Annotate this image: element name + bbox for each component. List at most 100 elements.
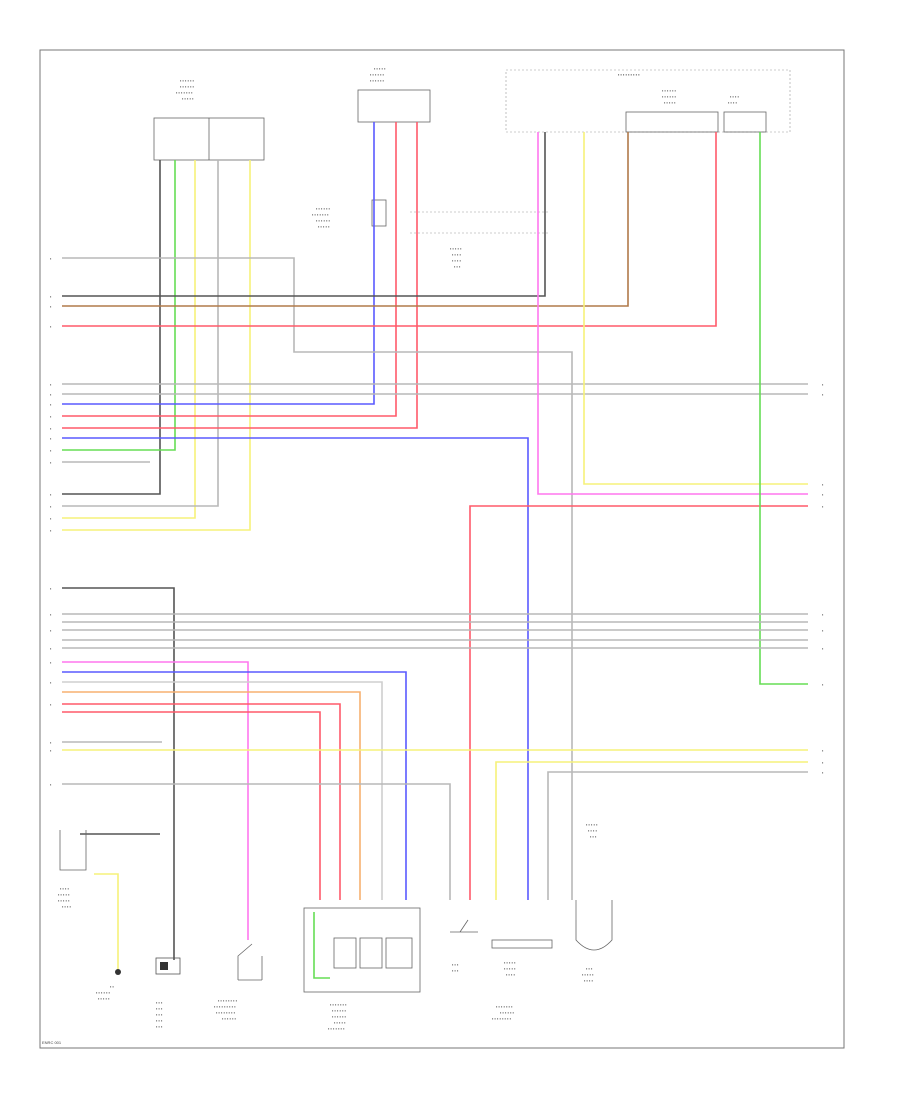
component-bottom-ground: ▪ ▪ ▪ ▪ ▪ ▪ bbox=[450, 919, 478, 973]
svg-text:▪: ▪ bbox=[50, 740, 52, 745]
svg-text:▪: ▪ bbox=[822, 760, 824, 765]
svg-text:▪ ▪ ▪ ▪: ▪ ▪ ▪ ▪ bbox=[506, 972, 516, 977]
svg-text:▪ ▪ ▪ ▪: ▪ ▪ ▪ ▪ bbox=[730, 94, 740, 99]
svg-text:▪ ▪ ▪ ▪ ▪ ▪: ▪ ▪ ▪ ▪ ▪ ▪ bbox=[332, 1008, 347, 1013]
svg-text:▪: ▪ bbox=[50, 612, 52, 617]
svg-text:▪: ▪ bbox=[50, 702, 52, 707]
svg-text:▪ ▪ ▪ ▪ ▪: ▪ ▪ ▪ ▪ ▪ bbox=[504, 966, 516, 971]
wire-group-top-left bbox=[62, 160, 251, 531]
svg-text:▪ ▪ ▪: ▪ ▪ ▪ bbox=[590, 834, 597, 839]
svg-text:▪ ▪ ▪ ▪ ▪: ▪ ▪ ▪ ▪ ▪ bbox=[182, 96, 194, 101]
svg-text:▪ ▪ ▪ ▪: ▪ ▪ ▪ ▪ bbox=[452, 258, 462, 263]
svg-text:▪ ▪ ▪ ▪ ▪: ▪ ▪ ▪ ▪ ▪ bbox=[58, 898, 70, 903]
svg-text:▪: ▪ bbox=[50, 448, 52, 453]
component-top-center-module: ▪ ▪ ▪ ▪ ▪ ▪ ▪ ▪ ▪ ▪ ▪ ▪ ▪ ▪ ▪ ▪ ▪ bbox=[357, 66, 431, 123]
component-bottom-right-module: ▪ ▪ ▪ ▪ ▪ ▪ ▪ ▪ ▪ ▪ ▪ ▪ ▪ ▪ ▪ ▪ ▪ ▪ ▪ ▪ … bbox=[491, 939, 553, 1021]
component-bottom-left-switch: ▪ ▪ ▪ ▪ ▪ ▪ ▪ ▪ ▪ ▪ ▪ ▪ ▪ ▪ ▪ ▪ ▪ ▪ ▪ ▪ … bbox=[58, 830, 121, 1001]
svg-text:▪: ▪ bbox=[50, 294, 52, 299]
svg-text:▪ ▪ ▪ ▪: ▪ ▪ ▪ ▪ bbox=[62, 904, 72, 909]
svg-text:▪ ▪ ▪ ▪: ▪ ▪ ▪ ▪ bbox=[728, 100, 738, 105]
svg-text:▪ ▪ ▪ ▪ ▪ ▪: ▪ ▪ ▪ ▪ ▪ ▪ bbox=[316, 218, 331, 223]
component-bottom-right-sensor: ▪ ▪ ▪ ▪ ▪ ▪ ▪ ▪ ▪ ▪ ▪ ▪ ▪ ▪ ▪ ▪ ▪ ▪ ▪ ▪ … bbox=[575, 822, 613, 983]
svg-text:▪ ▪ ▪: ▪ ▪ ▪ bbox=[156, 1000, 163, 1005]
svg-text:▪: ▪ bbox=[50, 748, 52, 753]
svg-text:▪: ▪ bbox=[50, 660, 52, 665]
svg-text:▪ ▪ ▪ ▪ ▪: ▪ ▪ ▪ ▪ ▪ bbox=[504, 960, 516, 965]
svg-text:▪: ▪ bbox=[50, 382, 52, 387]
svg-text:▪: ▪ bbox=[50, 516, 52, 521]
svg-text:▪: ▪ bbox=[50, 304, 52, 309]
pin-markers: ▪ ▪ ▪ ▪ ▪ ▪ ▪ ▪ ▪ ▪ ▪ ▪ ▪ ▪ ▪ ▪ ▪ ▪ ▪ ▪ … bbox=[50, 256, 824, 787]
svg-text:▪: ▪ bbox=[50, 628, 52, 633]
svg-text:▪ ▪ ▪: ▪ ▪ ▪ bbox=[454, 264, 461, 269]
svg-text:▪ ▪ ▪: ▪ ▪ ▪ bbox=[156, 1012, 163, 1017]
svg-text:▪ ▪ ▪ ▪ ▪: ▪ ▪ ▪ ▪ ▪ bbox=[318, 224, 330, 229]
svg-text:▪: ▪ bbox=[822, 646, 824, 651]
svg-text:▪ ▪ ▪: ▪ ▪ ▪ bbox=[156, 1006, 163, 1011]
svg-text:▪ ▪: ▪ ▪ bbox=[110, 984, 115, 989]
svg-text:▪ ▪ ▪ ▪ ▪ ▪: ▪ ▪ ▪ ▪ ▪ ▪ bbox=[316, 206, 331, 211]
component-center-dashed-block: ▪ ▪ ▪ ▪ ▪ ▪ ▪ ▪ ▪ ▪ ▪ ▪ ▪ ▪ ▪ ▪ bbox=[410, 211, 548, 269]
svg-text:▪ ▪ ▪ ▪: ▪ ▪ ▪ ▪ bbox=[588, 828, 598, 833]
wire-group-lower bbox=[62, 587, 808, 970]
svg-text:▪: ▪ bbox=[822, 392, 824, 397]
svg-text:▪ ▪ ▪ ▪ ▪: ▪ ▪ ▪ ▪ ▪ bbox=[586, 822, 598, 827]
svg-text:▪ ▪ ▪: ▪ ▪ ▪ bbox=[452, 968, 459, 973]
svg-text:▪ ▪ ▪ ▪ ▪ ▪ ▪: ▪ ▪ ▪ ▪ ▪ ▪ ▪ bbox=[330, 1002, 347, 1007]
svg-text:▪ ▪ ▪ ▪ ▪: ▪ ▪ ▪ ▪ ▪ bbox=[98, 996, 110, 1001]
svg-text:▪ ▪ ▪ ▪ ▪ ▪: ▪ ▪ ▪ ▪ ▪ ▪ bbox=[96, 990, 111, 995]
svg-text:▪ ▪ ▪: ▪ ▪ ▪ bbox=[156, 1018, 163, 1023]
svg-text:▪ ▪ ▪ ▪ ▪ ▪ ▪: ▪ ▪ ▪ ▪ ▪ ▪ ▪ bbox=[496, 1004, 513, 1009]
svg-text:▪: ▪ bbox=[50, 492, 52, 497]
svg-text:▪ ▪ ▪ ▪ ▪ ▪: ▪ ▪ ▪ ▪ ▪ ▪ bbox=[662, 94, 677, 99]
svg-text:▪ ▪ ▪: ▪ ▪ ▪ bbox=[156, 1024, 163, 1029]
svg-text:▪: ▪ bbox=[822, 492, 824, 497]
svg-text:▪ ▪ ▪ ▪ ▪ ▪ ▪ ▪: ▪ ▪ ▪ ▪ ▪ ▪ ▪ ▪ bbox=[216, 1010, 236, 1015]
svg-text:▪ ▪ ▪ ▪: ▪ ▪ ▪ ▪ bbox=[584, 978, 594, 983]
svg-text:▪ ▪ ▪ ▪ ▪: ▪ ▪ ▪ ▪ ▪ bbox=[334, 1020, 346, 1025]
svg-text:▪ ▪ ▪ ▪ ▪ ▪ ▪: ▪ ▪ ▪ ▪ ▪ ▪ ▪ bbox=[176, 90, 193, 95]
svg-text:▪: ▪ bbox=[50, 504, 52, 509]
svg-text:▪ ▪ ▪: ▪ ▪ ▪ bbox=[452, 962, 459, 967]
svg-text:▪: ▪ bbox=[50, 460, 52, 465]
svg-text:▪ ▪ ▪ ▪ ▪ ▪: ▪ ▪ ▪ ▪ ▪ ▪ bbox=[222, 1016, 237, 1021]
svg-text:▪: ▪ bbox=[50, 256, 52, 261]
svg-text:▪ ▪ ▪ ▪ ▪ ▪ ▪: ▪ ▪ ▪ ▪ ▪ ▪ ▪ bbox=[328, 1026, 345, 1031]
svg-text:▪ ▪ ▪ ▪: ▪ ▪ ▪ ▪ bbox=[452, 252, 462, 257]
svg-text:▪ ▪ ▪ ▪ ▪: ▪ ▪ ▪ ▪ ▪ bbox=[582, 972, 594, 977]
svg-text:▪: ▪ bbox=[50, 680, 52, 685]
svg-text:▪: ▪ bbox=[50, 324, 52, 329]
svg-text:▪: ▪ bbox=[50, 436, 52, 441]
svg-text:▪: ▪ bbox=[50, 586, 52, 591]
svg-text:▪ ▪ ▪ ▪ ▪ ▪ ▪ ▪ ▪: ▪ ▪ ▪ ▪ ▪ ▪ ▪ ▪ ▪ bbox=[214, 1004, 236, 1009]
svg-text:▪: ▪ bbox=[822, 612, 824, 617]
component-bottom-solenoid-pack: ▪ ▪ ▪ ▪ ▪ ▪ ▪ ▪ ▪ ▪ ▪ ▪ ▪ ▪ ▪ ▪ ▪ ▪ ▪ ▪ … bbox=[303, 907, 421, 1031]
component-bottom-switch-b: ▪ ▪ ▪ ▪ ▪ ▪ ▪ ▪ ▪ ▪ ▪ ▪ ▪ ▪ ▪ ▪ ▪ ▪ ▪ ▪ … bbox=[214, 943, 263, 1021]
svg-text:▪: ▪ bbox=[822, 482, 824, 487]
svg-text:▪: ▪ bbox=[822, 748, 824, 753]
svg-text:▪: ▪ bbox=[50, 528, 52, 533]
svg-text:▪: ▪ bbox=[50, 646, 52, 651]
svg-text:▪: ▪ bbox=[822, 682, 824, 687]
svg-text:▪ ▪ ▪ ▪ ▪: ▪ ▪ ▪ ▪ ▪ bbox=[450, 246, 462, 251]
wire-group-right bbox=[469, 132, 808, 900]
svg-text:▪ ▪ ▪ ▪ ▪: ▪ ▪ ▪ ▪ ▪ bbox=[58, 892, 70, 897]
svg-text:▪ ▪ ▪ ▪ ▪: ▪ ▪ ▪ ▪ ▪ bbox=[374, 66, 386, 71]
svg-text:▪: ▪ bbox=[50, 782, 52, 787]
svg-text:▪ ▪ ▪ ▪ ▪ ▪: ▪ ▪ ▪ ▪ ▪ ▪ bbox=[662, 88, 677, 93]
svg-text:▪ ▪ ▪ ▪ ▪ ▪: ▪ ▪ ▪ ▪ ▪ ▪ bbox=[180, 84, 195, 89]
component-top-left-sensor: ▪ ▪ ▪ ▪ ▪ ▪ ▪ ▪ ▪ ▪ ▪ ▪ ▪ ▪ ▪ ▪ ▪ ▪ ▪ ▪ … bbox=[153, 78, 265, 161]
svg-text:▪ ▪ ▪ ▪ ▪: ▪ ▪ ▪ ▪ ▪ bbox=[664, 100, 676, 105]
svg-text:▪ ▪ ▪: ▪ ▪ ▪ bbox=[586, 966, 593, 971]
svg-text:▪ ▪ ▪ ▪ ▪ ▪: ▪ ▪ ▪ ▪ ▪ ▪ bbox=[370, 78, 385, 83]
svg-text:▪: ▪ bbox=[822, 382, 824, 387]
svg-text:▪ ▪ ▪ ▪ ▪ ▪: ▪ ▪ ▪ ▪ ▪ ▪ bbox=[332, 1014, 347, 1019]
component-center-small-sensor: ▪ ▪ ▪ ▪ ▪ ▪ ▪ ▪ ▪ ▪ ▪ ▪ ▪ ▪ ▪ ▪ ▪ ▪ ▪ ▪ … bbox=[312, 199, 387, 229]
svg-text:▪ ▪ ▪ ▪ ▪ ▪ ▪: ▪ ▪ ▪ ▪ ▪ ▪ ▪ bbox=[312, 212, 329, 217]
svg-text:▪: ▪ bbox=[822, 770, 824, 775]
svg-text:▪: ▪ bbox=[50, 392, 52, 397]
svg-text:▪: ▪ bbox=[822, 504, 824, 509]
svg-text:▪ ▪ ▪ ▪ ▪ ▪ ▪ ▪: ▪ ▪ ▪ ▪ ▪ ▪ ▪ ▪ bbox=[218, 998, 238, 1003]
svg-text:▪: ▪ bbox=[50, 426, 52, 431]
